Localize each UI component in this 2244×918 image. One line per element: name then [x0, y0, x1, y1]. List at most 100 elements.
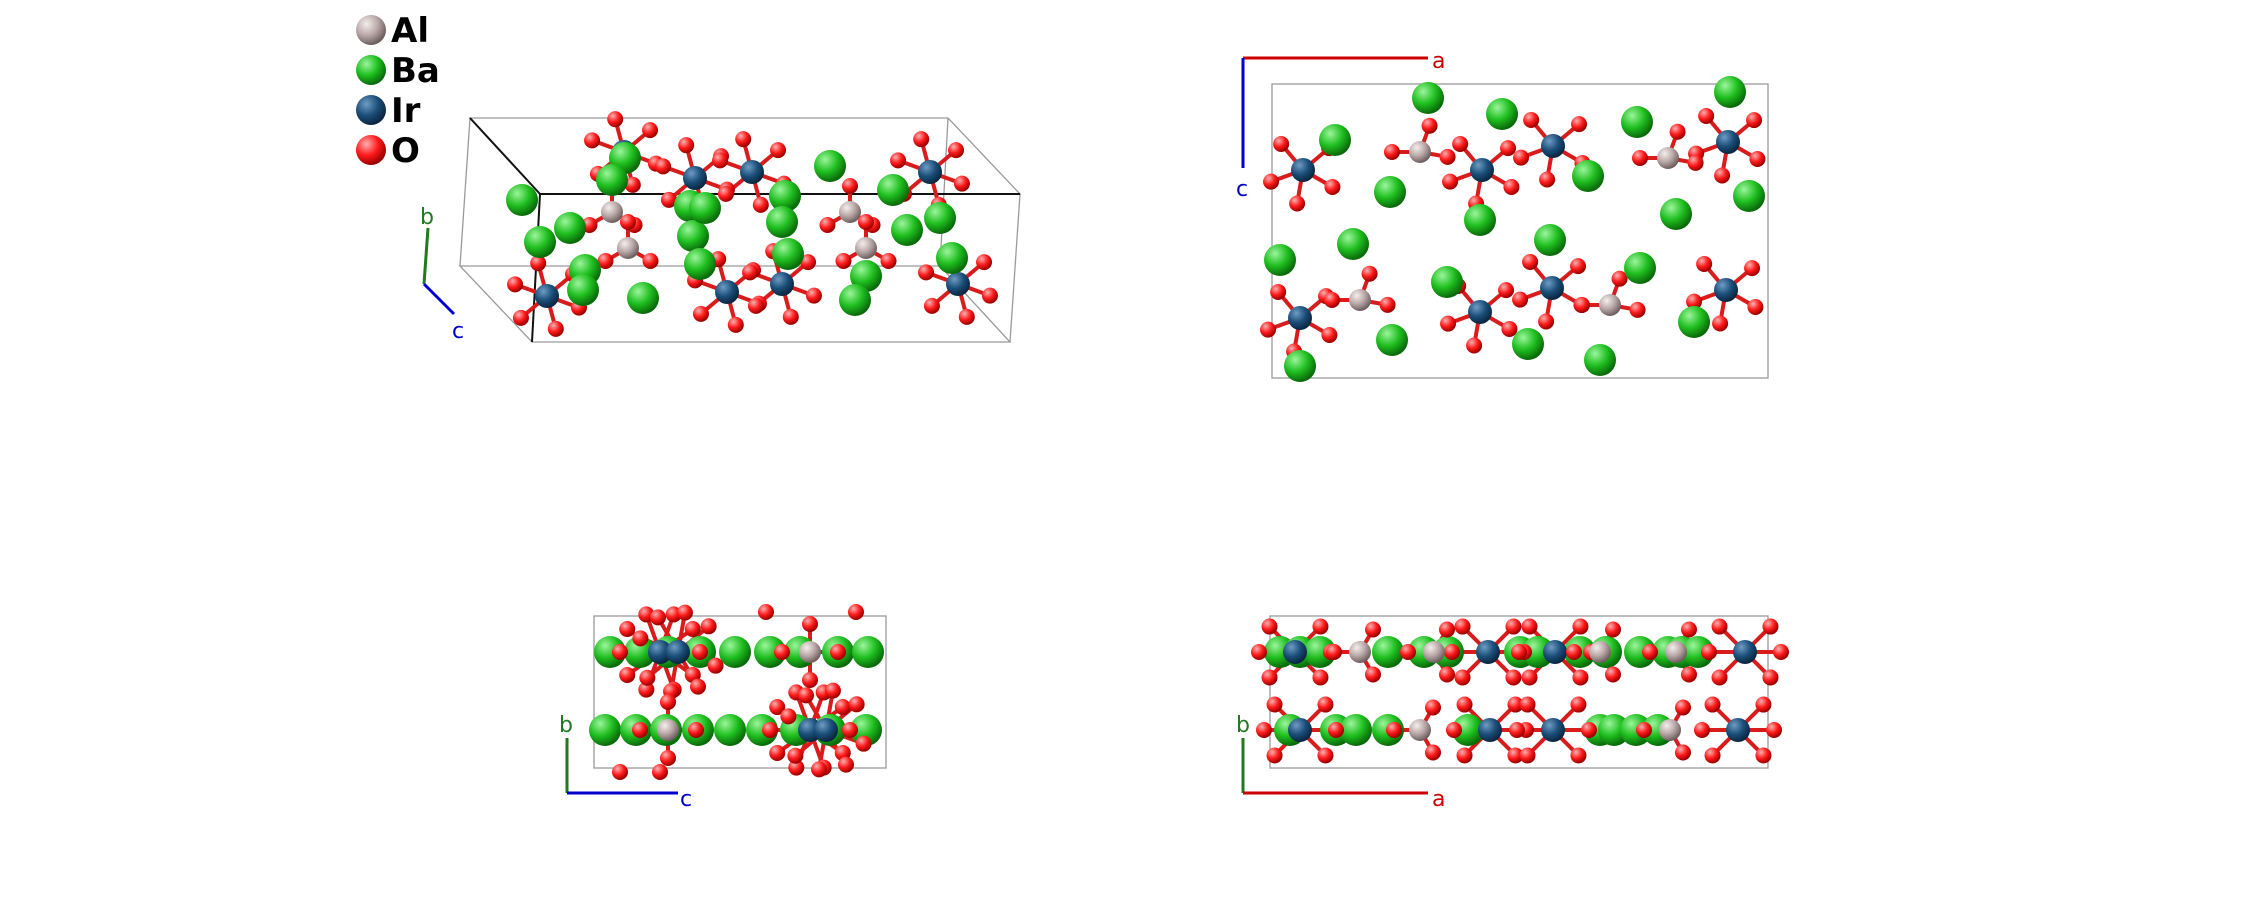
o-atom: [1324, 292, 1340, 308]
o-atom: [642, 122, 659, 139]
ba-atom: [1678, 306, 1710, 338]
ba-atom: [1319, 124, 1351, 156]
o-atom: [1539, 171, 1556, 188]
ba-atom: [1452, 714, 1484, 746]
o-atom: [1312, 618, 1329, 635]
ba-atom: [769, 180, 801, 212]
o-atom: [1509, 722, 1525, 738]
legend-label-ir: Ir: [391, 91, 421, 131]
o-atom: [1425, 744, 1441, 761]
o-atom: [676, 604, 693, 621]
axis-label-c: c: [680, 787, 692, 812]
o-atom: [638, 681, 655, 698]
ba-atom: [1412, 82, 1444, 114]
al-atom: [1409, 719, 1431, 741]
o-atom: [547, 320, 564, 337]
ba-atom: [814, 150, 846, 182]
ir-atom: [1283, 640, 1307, 664]
o-atom: [717, 185, 734, 202]
o-atom: [788, 759, 805, 776]
o-atom: [1512, 291, 1529, 308]
ba-atom: [1660, 198, 1692, 230]
o-atom: [1704, 696, 1721, 713]
ir-atom: [715, 280, 739, 304]
legend-entry-ba: Ba: [356, 51, 440, 91]
o-atom: [1501, 321, 1518, 337]
o-atom: [1507, 747, 1524, 764]
o-atom: [1538, 313, 1555, 330]
o-atom: [1260, 321, 1277, 338]
axis-indicator: b a: [1236, 713, 1445, 812]
axis-label-c: c: [1236, 177, 1248, 202]
panel-ac-view: a c: [1236, 49, 1769, 382]
o-atom: [1566, 644, 1582, 660]
o-atom: [1572, 618, 1589, 635]
o-atom: [512, 309, 529, 326]
ba-atom: [596, 164, 628, 196]
o-atom: [835, 253, 852, 269]
al-atom: [1423, 641, 1445, 663]
o-atom: [620, 214, 636, 230]
ir-atom: [1478, 718, 1502, 742]
panel-perspective: b c: [420, 111, 1022, 344]
o-atom: [1521, 669, 1538, 686]
o-atom: [923, 297, 940, 314]
o-atom: [798, 687, 814, 704]
o-atom: [612, 764, 628, 780]
al-atom: [1659, 719, 1681, 741]
o-atom: [842, 178, 858, 194]
o-atom: [1263, 173, 1280, 190]
o-atom: [1452, 135, 1469, 152]
o-atom: [1256, 722, 1272, 738]
o-atom: [530, 255, 547, 272]
ir-atom: [683, 166, 707, 190]
o-atom: [758, 604, 774, 620]
o-atom: [1570, 696, 1587, 713]
o-atom: [1454, 669, 1471, 686]
o-atom: [1251, 644, 1267, 660]
al-atom: [799, 641, 821, 663]
ir-atom: [1288, 718, 1312, 742]
o-atom: [1744, 260, 1761, 277]
ir-atom: [918, 160, 942, 184]
ba-atom: [1714, 76, 1746, 108]
unit-cell-outline: [593, 615, 887, 769]
o-atom: [1500, 140, 1517, 157]
o-atom: [707, 657, 724, 674]
o-atom: [769, 699, 786, 716]
o-atom: [848, 696, 865, 713]
o-atom: [1714, 167, 1731, 184]
ba-atom: [852, 636, 884, 668]
o-atom: [1675, 744, 1691, 761]
ba-atom: [1624, 636, 1656, 668]
ir-atom-icon: [356, 95, 386, 125]
o-atom: [607, 111, 624, 128]
ir-atom: [1288, 306, 1312, 330]
ir-atom: [1291, 158, 1315, 182]
o-atom: [1681, 621, 1697, 638]
ir-atom: [1470, 158, 1494, 182]
o-atom: [802, 616, 818, 632]
o-atom: [1270, 283, 1287, 300]
o-atom: [1273, 135, 1290, 152]
ba-atom: [627, 282, 659, 314]
ba-atom: [1376, 324, 1408, 356]
o-atom: [981, 287, 998, 304]
o-atom: [1317, 747, 1334, 764]
ba-atom: [924, 202, 956, 234]
ba-atom: [1534, 224, 1566, 256]
ba-atom: [689, 192, 721, 224]
o-atom: [1444, 644, 1460, 660]
o-atom: [1574, 297, 1590, 313]
ba-atom: [589, 714, 621, 746]
o-atom: [1687, 154, 1704, 171]
unit-cell-outline: [1271, 83, 1769, 379]
o-atom: [1261, 618, 1278, 635]
ba-atom: [524, 226, 556, 258]
ba-atom: [1621, 106, 1653, 138]
o-atom: [1400, 644, 1416, 660]
axis-indicator: b c: [559, 713, 692, 812]
al-atom: [617, 237, 639, 259]
o-atom: [890, 152, 907, 169]
o-atom: [660, 191, 677, 208]
